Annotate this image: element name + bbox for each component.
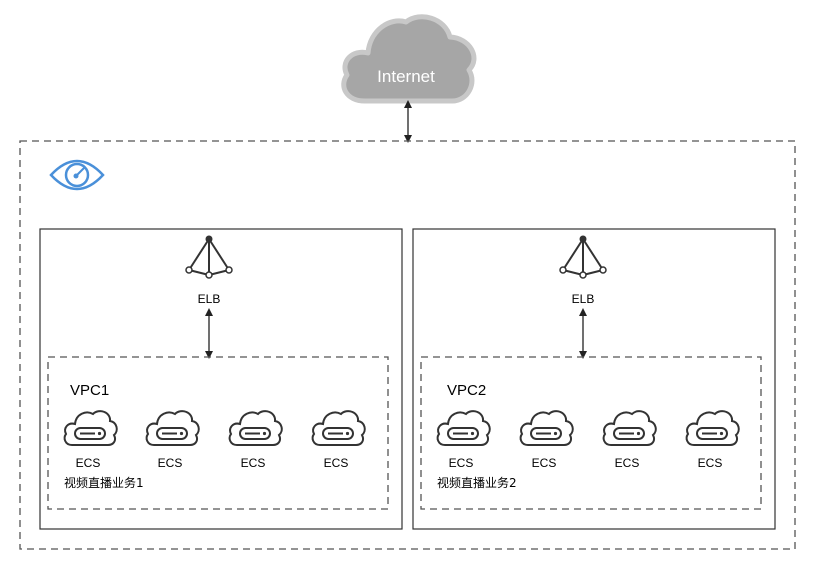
region-boundary <box>19 140 796 550</box>
load-balancer-icon <box>559 234 607 279</box>
ecs-server-icon <box>602 410 657 446</box>
service-panel-1: ELB VPC1 ECS ECS ECS ECS 视频直播业务1 <box>39 228 403 530</box>
ecs-label: ECS <box>324 456 349 470</box>
ecs-label: ECS <box>449 456 474 470</box>
panel-boundary <box>39 228 403 530</box>
vpc-label: VPC2 <box>447 382 486 399</box>
internet-cloud: Internet <box>341 14 477 104</box>
vpc-boundary <box>420 356 762 510</box>
ecs-label: ECS <box>532 456 557 470</box>
elb-label: ELB <box>572 292 595 306</box>
service-caption: 视频直播业务1 <box>64 475 144 490</box>
ecs-server-icon <box>519 410 574 446</box>
ecs-server-icon <box>436 410 491 446</box>
ecs-label: ECS <box>76 456 101 470</box>
ecs-label: ECS <box>158 456 183 470</box>
vpc-label: VPC1 <box>70 382 109 399</box>
elb-label: ELB <box>198 292 221 306</box>
ecs-label: ECS <box>241 456 266 470</box>
internet-label: Internet <box>377 67 435 86</box>
panel-boundary <box>412 228 776 530</box>
ecs-server-icon <box>228 410 283 446</box>
ecs-server-icon <box>145 410 200 446</box>
vpc-boundary <box>47 356 389 510</box>
eye-icon <box>49 159 105 191</box>
ecs-label: ECS <box>698 456 723 470</box>
ecs-server-icon <box>311 410 366 446</box>
load-balancer-icon <box>185 234 233 279</box>
service-panel-2: ELB VPC2 ECS ECS ECS ECS 视频直播业务2 <box>412 228 776 530</box>
ecs-server-icon <box>685 410 740 446</box>
cloud-icon <box>341 14 477 104</box>
service-caption: 视频直播业务2 <box>437 475 517 490</box>
ecs-label: ECS <box>615 456 640 470</box>
ecs-server-icon <box>63 410 118 446</box>
